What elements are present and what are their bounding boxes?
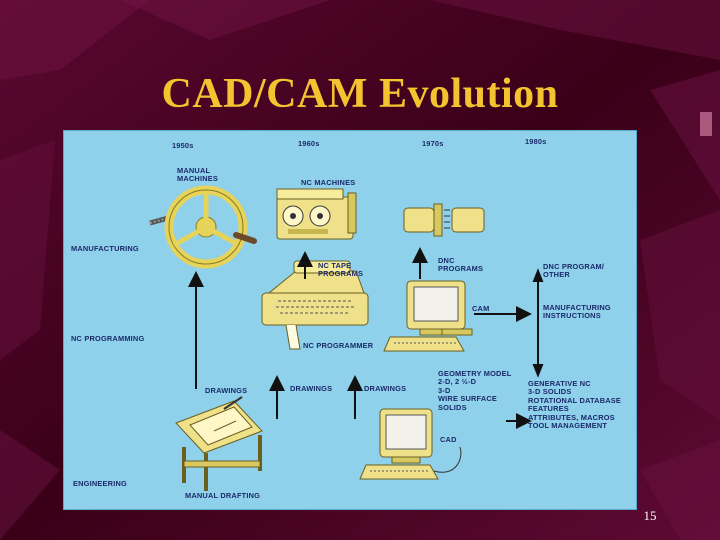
label-cam: CAM xyxy=(472,304,490,313)
label-drawings-1960s: DRAWINGS xyxy=(290,384,333,393)
page-number: 15 xyxy=(643,508,657,523)
label-manual-machines: MANUAL MACHINES xyxy=(177,166,219,184)
label-manual-drafting: MANUAL DRAFTING xyxy=(185,491,261,500)
row-label-manufacturing: MANUFACTURING xyxy=(71,244,139,253)
label-drawings-1950s: DRAWINGS xyxy=(205,386,248,395)
cam-workstation-icon xyxy=(383,280,473,352)
row-label-nc-programming: NC PROGRAMMING xyxy=(71,334,145,343)
cad-workstation-icon xyxy=(359,408,462,480)
label-nc-machines: NC MACHINES xyxy=(301,178,356,187)
label-drawings-1970s: DRAWINGS xyxy=(364,384,407,393)
nc-machine-icon xyxy=(276,188,357,240)
nc-programmer-terminal-icon xyxy=(261,260,369,350)
flow-arrows xyxy=(188,247,544,429)
decade-1970s: 1970s xyxy=(422,139,444,148)
drafting-table-icon xyxy=(175,396,263,491)
label-nc-tape-programs: NC TAPE PROGRAMS xyxy=(318,261,364,279)
dnc-connector-icon xyxy=(403,203,485,237)
label-manufacturing-instructions: MANUFACTURING INSTRUCTIONS xyxy=(543,303,611,321)
label-geometry-model: GEOMETRY MODEL 2-D, 2 ½-D 3-D WIRE SURFA… xyxy=(438,369,512,412)
label-nc-programmer: NC PROGRAMMER xyxy=(303,341,374,350)
decade-1960s: 1960s xyxy=(298,139,320,148)
label-cad: CAD xyxy=(440,435,457,444)
label-dnc-programs: DNC PROGRAMS xyxy=(438,256,484,274)
slide-title: CAD/CAM Evolution xyxy=(161,71,559,117)
row-label-engineering: ENGINEERING xyxy=(73,479,127,488)
label-dnc-program-other: DNC PROGRAM/ OTHER xyxy=(543,262,605,280)
label-generative-nc: GENERATIVE NC 3-D SOLIDS ROTATIONAL DATA… xyxy=(528,379,622,431)
decade-1950s: 1950s xyxy=(172,141,194,150)
cad-cam-evolution-diagram: 1950s 1960s 1970s 1980s MANUFACTURING NC… xyxy=(63,130,637,510)
handwheel-icon xyxy=(149,185,257,269)
diagram-illustrations xyxy=(149,185,544,491)
decade-1980s: 1980s xyxy=(525,137,547,146)
